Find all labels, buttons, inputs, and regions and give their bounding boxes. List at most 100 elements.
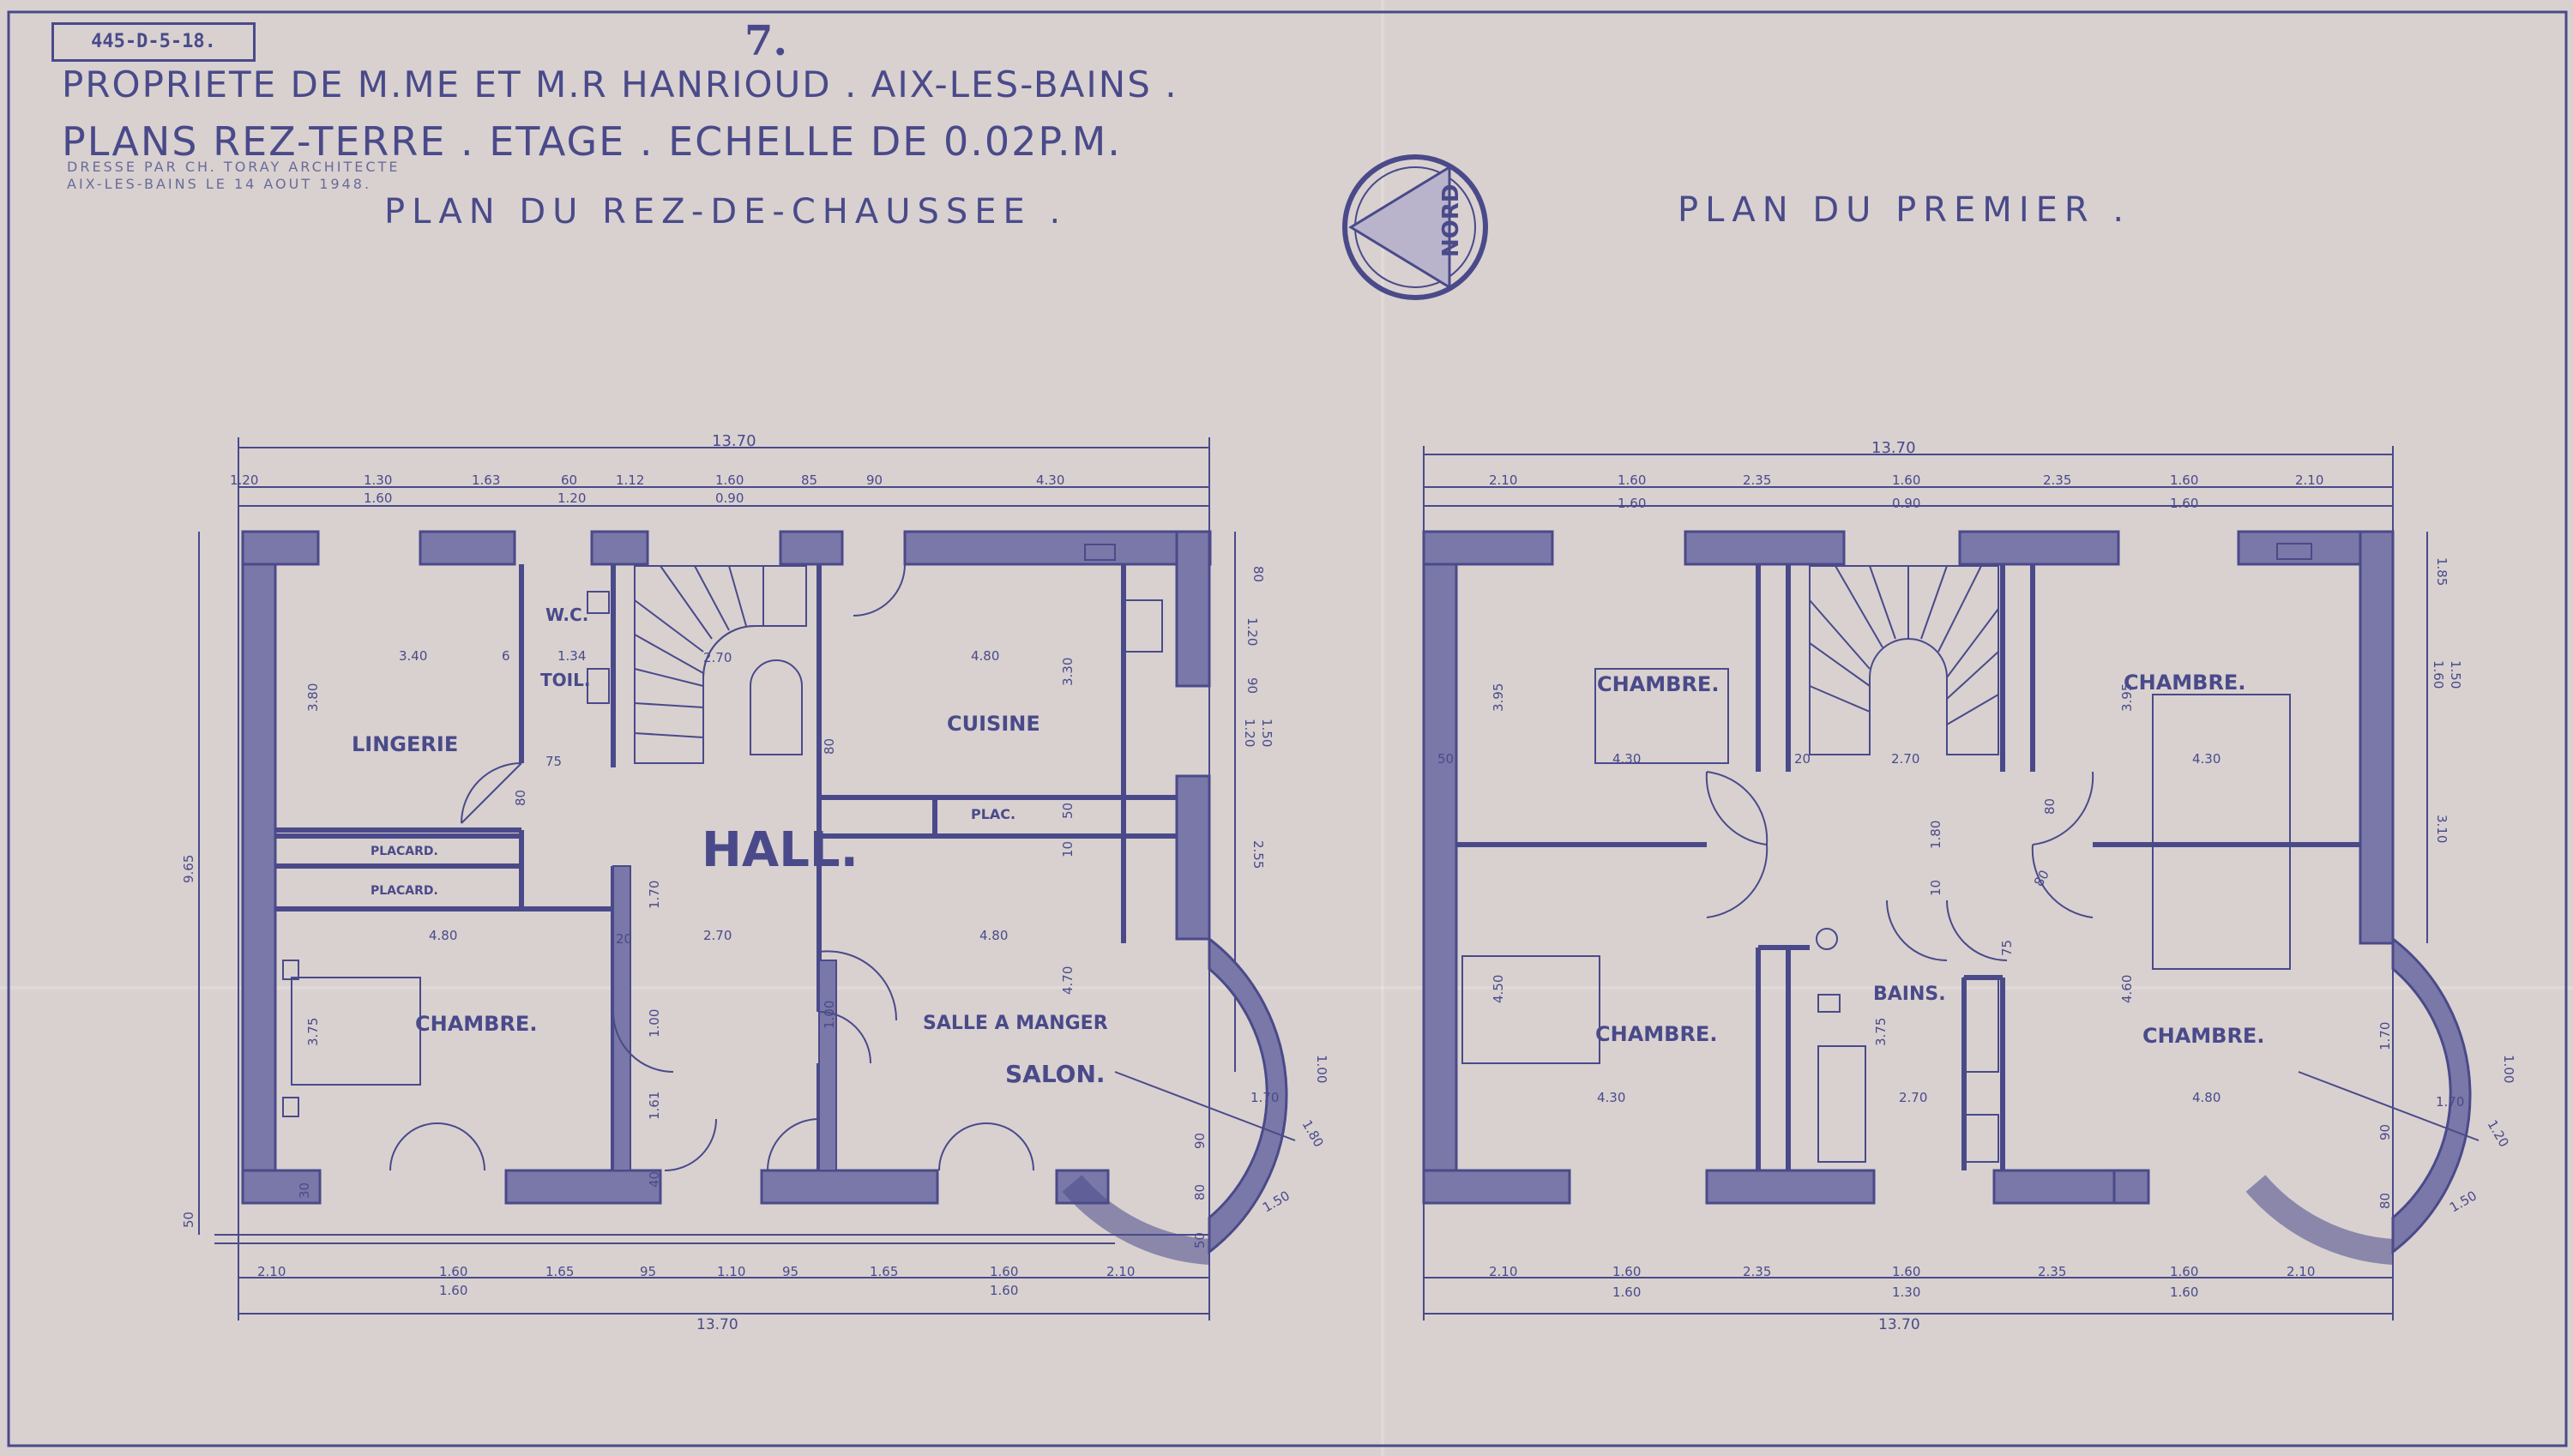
dim-label: 1.20 bbox=[230, 472, 258, 488]
dim-label: 1.30 bbox=[1892, 1285, 1920, 1300]
dim-label: 2.70 bbox=[1891, 751, 1919, 767]
owner-line: PROPRIETE DE M.ME ET M.R HANRIOUD . AIX-… bbox=[62, 63, 1178, 105]
dim-label: 4.70 bbox=[1060, 966, 1076, 995]
dim-label: 1.60 bbox=[439, 1264, 467, 1279]
dim-label: 2.10 bbox=[1489, 472, 1517, 488]
dim-label: 2.55 bbox=[1250, 840, 1266, 869]
dim-label: 95 bbox=[640, 1264, 656, 1279]
compass-label: NORD bbox=[1438, 184, 1464, 257]
dim-label: 1.63 bbox=[472, 472, 500, 488]
dim-label: 2.35 bbox=[2043, 472, 2071, 488]
dim-label: 2.70 bbox=[1899, 1090, 1927, 1105]
dim-label: 1.70 bbox=[1250, 1090, 1279, 1105]
dim-label: 1.50 bbox=[2447, 1188, 2480, 1215]
north-compass: NORD bbox=[1342, 154, 1488, 300]
ff-bottom-total: 13.70 bbox=[1878, 1316, 1920, 1333]
dim-label: 1.60 bbox=[1892, 1264, 1920, 1279]
dim-label: 1.80 bbox=[1299, 1117, 1327, 1150]
dim-label: 1.60 bbox=[1892, 472, 1920, 488]
dim-label: 4.30 bbox=[1036, 472, 1064, 488]
dim-label: 75 bbox=[545, 754, 562, 769]
dim-label: 50 bbox=[181, 1212, 196, 1228]
room-chambre-nw: CHAMBRE. bbox=[1597, 672, 1719, 696]
dim-label: 90 bbox=[2377, 1124, 2393, 1140]
ff-top-total: 13.70 bbox=[1871, 439, 1916, 457]
dim-label: 80 bbox=[2377, 1193, 2393, 1209]
dim-label: 4.80 bbox=[2192, 1090, 2220, 1105]
room-plac: PLAC. bbox=[971, 806, 1015, 822]
dim-label: 3.75 bbox=[1873, 1018, 1889, 1046]
dim-label: 30 bbox=[297, 1182, 312, 1199]
dim-label: 1.60 bbox=[990, 1264, 1018, 1279]
dim-label: 1.70 bbox=[2377, 1022, 2393, 1050]
placard-2: PLACARD. bbox=[371, 884, 438, 898]
gf-left-total: 9.65 bbox=[181, 855, 196, 883]
dim-label: 90 bbox=[1244, 677, 1260, 694]
dim-label: 80 bbox=[1250, 566, 1266, 582]
placard-1: PLACARD. bbox=[371, 845, 438, 858]
dim-label: 2.35 bbox=[1743, 472, 1771, 488]
room-hall: HALL. bbox=[702, 822, 859, 878]
first-floor-plan: CHAMBRE. CHAMBRE. CHAMBRE. CHAMBRE. BAIN… bbox=[1422, 439, 2516, 1333]
dim-label: 6 bbox=[502, 648, 510, 664]
dim-label: 4.60 bbox=[2119, 975, 2135, 1003]
dim-label: 1.20 bbox=[1242, 719, 1257, 747]
dim-label: 3.80 bbox=[305, 683, 321, 712]
gf-bottom-total: 13.70 bbox=[696, 1316, 738, 1333]
dim-label: 1.61 bbox=[647, 1092, 662, 1120]
dim-label: 1.60 bbox=[2431, 660, 2446, 689]
dim-label: 1.60 bbox=[2170, 496, 2198, 511]
dim-label: 50 bbox=[1060, 803, 1076, 819]
room-chambre-se: CHAMBRE. bbox=[2142, 1024, 2264, 1048]
dim-label: 0.90 bbox=[715, 490, 744, 506]
dim-label: 85 bbox=[801, 472, 817, 488]
dim-label: 3.30 bbox=[1060, 658, 1076, 686]
room-lingerie: LINGERIE bbox=[352, 732, 458, 756]
dim-label: 80 bbox=[2042, 798, 2058, 815]
dim-label: 50 bbox=[1437, 751, 1454, 767]
architect-line: DRESSE PAR CH. TORAY ARCHITECTE bbox=[67, 159, 401, 175]
dim-label: 1.20 bbox=[1244, 617, 1260, 646]
dim-label: 2.10 bbox=[1106, 1264, 1135, 1279]
dim-label: 2.10 bbox=[2287, 1264, 2315, 1279]
dim-label: 80 bbox=[822, 738, 837, 755]
dim-label: 2.10 bbox=[2295, 472, 2323, 488]
dim-label: 1.00 bbox=[1314, 1055, 1329, 1083]
dim-label: 4.30 bbox=[1612, 751, 1641, 767]
dim-label: 3.95 bbox=[1491, 683, 1506, 712]
room-wc: W.C. bbox=[545, 605, 588, 625]
sheet-number: 7. bbox=[744, 17, 788, 65]
dim-label: 1.10 bbox=[717, 1264, 745, 1279]
fold-line bbox=[0, 986, 2573, 990]
room-bains: BAINS. bbox=[1873, 984, 1946, 1005]
room-salon: SALON. bbox=[1005, 1060, 1106, 1088]
ground-floor-plan: LINGERIE W.C. TOIL. CUISINE PLAC. HALL. … bbox=[181, 432, 1329, 1333]
dim-label: 40 bbox=[647, 1171, 662, 1188]
dim-label: 20 bbox=[616, 931, 632, 947]
room-chambre-sw: CHAMBRE. bbox=[1595, 1022, 1717, 1046]
dim-label: 75 bbox=[1999, 940, 2015, 956]
dim-label: 3.95 bbox=[2119, 683, 2135, 712]
dim-label: 90 bbox=[866, 472, 883, 488]
dim-label: 2.35 bbox=[2038, 1264, 2066, 1279]
dim-label: 1.20 bbox=[557, 490, 586, 506]
dim-label: 1.34 bbox=[557, 648, 586, 664]
room-chambre-ne: CHAMBRE. bbox=[2124, 671, 2245, 695]
plans-scale-line: PLANS REZ-TERRE . ETAGE . ECHELLE DE 0.0… bbox=[62, 118, 1122, 165]
dim-label: 3.40 bbox=[399, 648, 427, 664]
reference-number: 445-D-5-18. bbox=[51, 22, 256, 62]
dim-label: 1.80 bbox=[1928, 821, 1943, 849]
dim-label: 1.12 bbox=[616, 472, 644, 488]
dim-label: 10 bbox=[1060, 841, 1076, 857]
dim-label: 50 bbox=[1192, 1232, 1208, 1248]
room-cuisine: CUISINE bbox=[947, 712, 1040, 736]
dim-label: 4.80 bbox=[979, 928, 1008, 943]
dim-label: 1.00 bbox=[822, 1001, 837, 1029]
gf-top-total: 13.70 bbox=[712, 432, 756, 450]
dim-label: 2.70 bbox=[703, 650, 732, 665]
dim-label: 2.10 bbox=[257, 1264, 286, 1279]
dim-label: 1.00 bbox=[647, 1009, 662, 1038]
dim-label: 1.60 bbox=[1612, 1264, 1641, 1279]
room-toil: TOIL. bbox=[540, 670, 590, 690]
dim-label: 1.00 bbox=[2501, 1055, 2516, 1083]
